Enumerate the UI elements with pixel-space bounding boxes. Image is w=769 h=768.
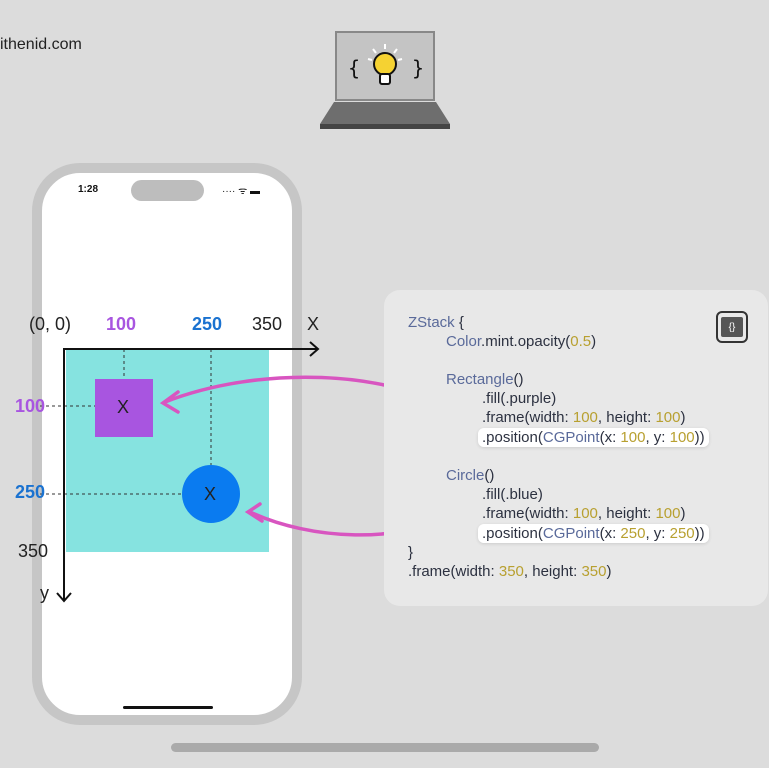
- x-axis-arrow: [309, 341, 320, 357]
- arrow-head-circle: [244, 502, 264, 523]
- y-axis-arrow: [56, 592, 72, 603]
- laptop-lightbulb-logo: { }: [320, 31, 450, 129]
- origin-label: (0, 0): [29, 314, 72, 334]
- status-time: 1:28: [78, 184, 99, 195]
- code-line: ZStack {: [408, 314, 464, 331]
- svg-text:}: }: [412, 56, 424, 80]
- code-line: Circle(): [446, 467, 495, 484]
- x-tick-250: 250: [192, 314, 223, 334]
- braces-icon: {}: [721, 317, 743, 337]
- y-tick-350: 350: [18, 541, 49, 561]
- y-axis-label: y: [40, 583, 49, 603]
- x-axis-label: X: [307, 314, 320, 334]
- x-tick-350: 350: [252, 314, 283, 334]
- code-line: Color.mint.opacity(0.5): [446, 333, 597, 350]
- purple-rectangle: [95, 379, 153, 437]
- dynamic-island: [131, 180, 204, 201]
- code-line: .fill(.purple): [482, 390, 557, 407]
- code-line: .frame(width: 350, height: 350): [408, 563, 612, 580]
- code-line: .frame(width: 100, height: 100): [482, 409, 686, 426]
- arrow-head-rectangle: [159, 390, 180, 414]
- code-line-highlighted: .position(CGPoint(x: 100, y: 100)): [478, 428, 709, 447]
- rectangle-center-mark: X: [117, 397, 130, 417]
- code-line: .frame(width: 100, height: 100): [482, 505, 686, 522]
- code-line: Rectangle(): [446, 371, 524, 388]
- code-panel: [384, 290, 768, 606]
- y-tick-250: 250: [15, 482, 46, 502]
- code-line: .fill(.blue): [482, 486, 543, 503]
- status-icons: ···· ᯤ ▬: [222, 186, 261, 197]
- x-tick-100: 100: [106, 314, 137, 334]
- site-url: ithenid.com: [0, 36, 82, 53]
- blue-circle: [182, 465, 240, 523]
- code-button[interactable]: {}: [716, 311, 748, 343]
- y-tick-100: 100: [15, 396, 46, 416]
- code-line: }: [408, 544, 414, 561]
- code-line-highlighted: .position(CGPoint(x: 250, y: 250)): [478, 524, 709, 543]
- circle-center-mark: X: [204, 484, 217, 504]
- horizontal-scrollbar[interactable]: [171, 743, 599, 752]
- svg-text:{: {: [348, 56, 360, 80]
- home-indicator: [123, 706, 213, 709]
